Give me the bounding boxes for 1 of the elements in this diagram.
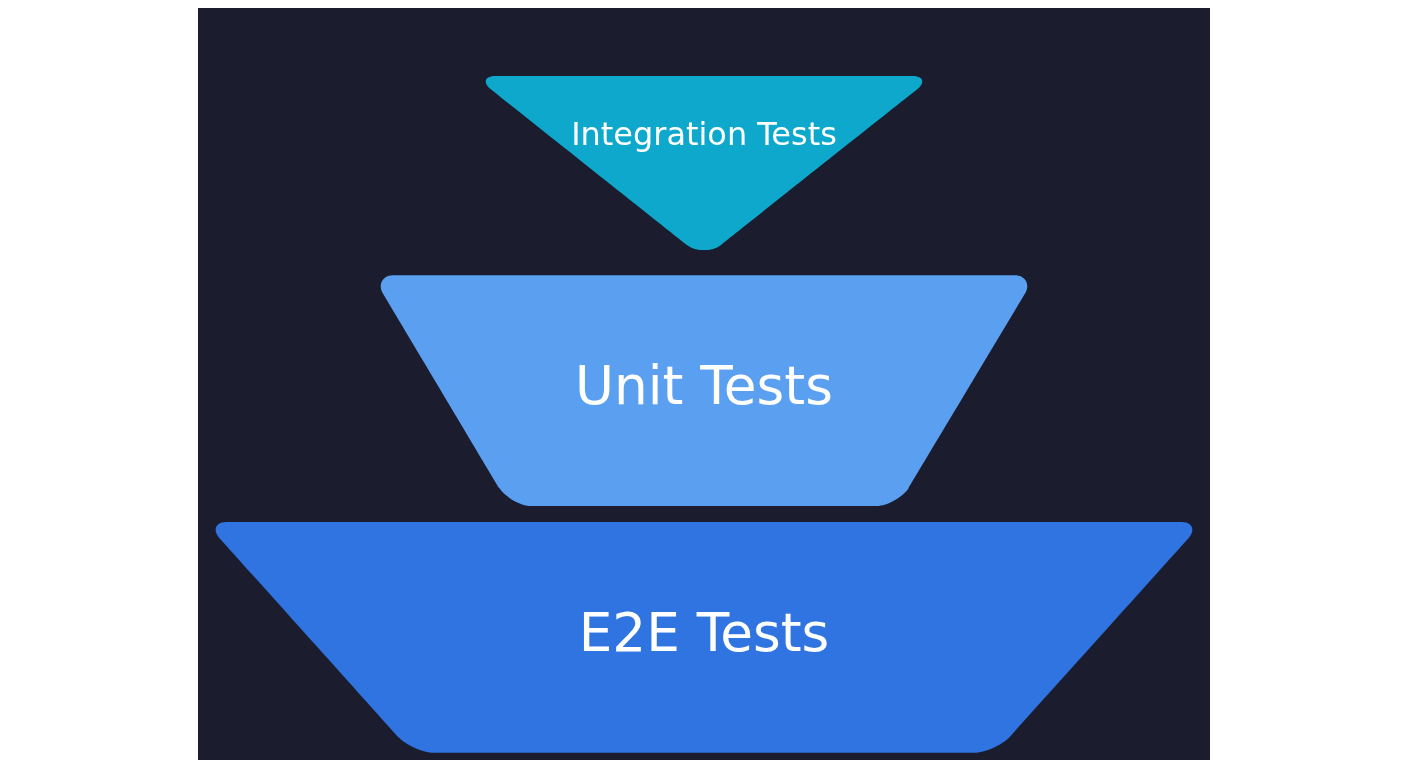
node-ellipse: E2E Tests <box>215 522 1193 753</box>
